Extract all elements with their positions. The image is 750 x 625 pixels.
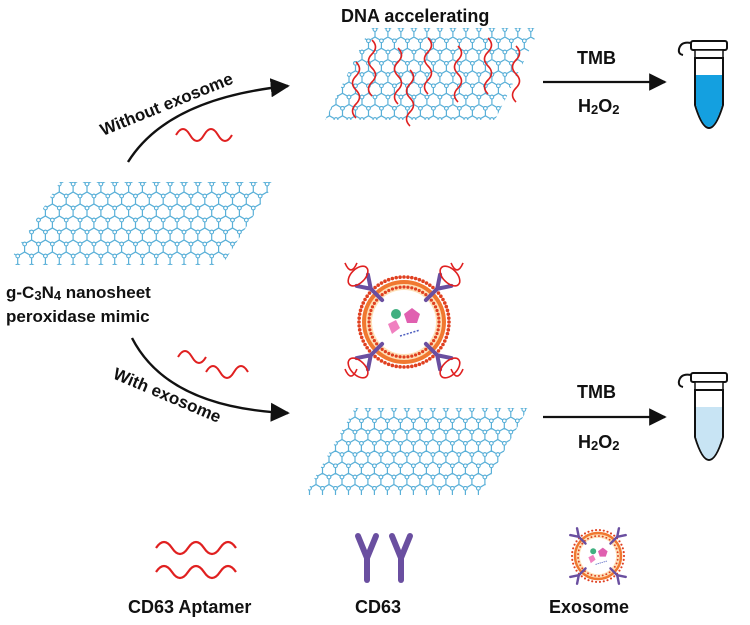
adsorbed-aptamers <box>351 37 521 127</box>
g-c3n4-nanosheet <box>7 182 275 265</box>
aptamer-without-exosome <box>175 128 233 142</box>
legend-cd63-icon <box>355 533 413 583</box>
tmb-label-bottom: TMB <box>577 382 616 402</box>
dna-accelerating-label: DNA accelerating <box>341 6 489 26</box>
h2o2-label-bottom: H2O2 <box>578 432 619 453</box>
arrow-with-exosome <box>130 337 290 422</box>
aptamer-with-exosome <box>177 350 207 364</box>
nanosheet-after-exosome <box>305 408 528 495</box>
legend-exosome-icon <box>569 527 627 585</box>
without-exosome-label: Without exosome <box>97 69 235 140</box>
with-exosome-label: With exosome <box>110 364 223 426</box>
legend-aptamer-label: CD63 Aptamer <box>128 597 251 617</box>
legend-exosome-label: Exosome <box>549 597 629 617</box>
nanosheet-with-aptamer <box>325 28 540 120</box>
tube-blue <box>677 40 728 129</box>
legend-cd63-label: CD63 <box>355 597 401 617</box>
tube-light <box>677 372 728 461</box>
nanosheet-label-line2: peroxidase mimic <box>6 307 150 326</box>
arrow-without-exosome <box>126 78 290 163</box>
exosome-with-aptamers <box>344 262 464 379</box>
nanosheet-label-line1: g-C3N4 nanosheet <box>6 283 151 303</box>
aptamer-with-exosome-2 <box>205 365 249 379</box>
legend-aptamer-icon <box>155 540 237 580</box>
tmb-label-top: TMB <box>577 48 616 68</box>
h2o2-label-top: H2O2 <box>578 96 619 117</box>
